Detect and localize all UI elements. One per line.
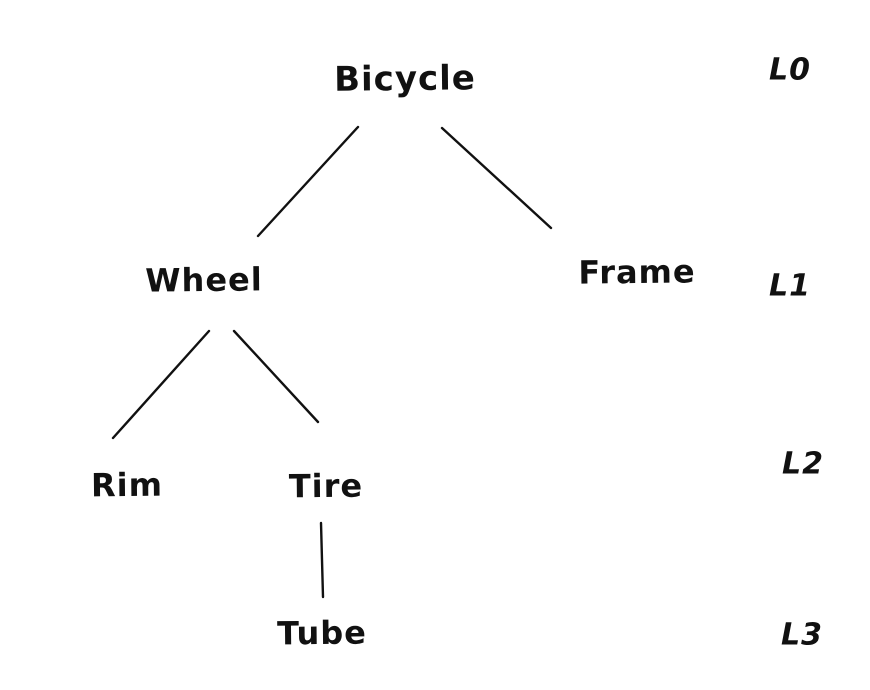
edge-tire-tube — [319, 521, 325, 599]
tree-node-wheel: Wheel — [145, 260, 263, 300]
level-label-l2: L2 — [782, 446, 824, 482]
edge-bicycle-wheel — [256, 125, 360, 238]
tree-node-tire: Tire — [288, 466, 364, 506]
edge-wheel-tire — [232, 329, 320, 424]
level-label-l1: L1 — [769, 268, 811, 304]
tree-node-tube: Tube — [276, 613, 368, 653]
level-label-l3: L3 — [781, 617, 823, 653]
level-label-l0: L0 — [769, 52, 811, 88]
tree-node-bicycle: Bicycle — [333, 58, 477, 100]
tree-node-rim: Rim — [90, 465, 164, 505]
tree-node-frame: Frame — [578, 252, 696, 292]
edge-wheel-rim — [111, 329, 211, 440]
edge-bicycle-frame — [440, 126, 553, 230]
